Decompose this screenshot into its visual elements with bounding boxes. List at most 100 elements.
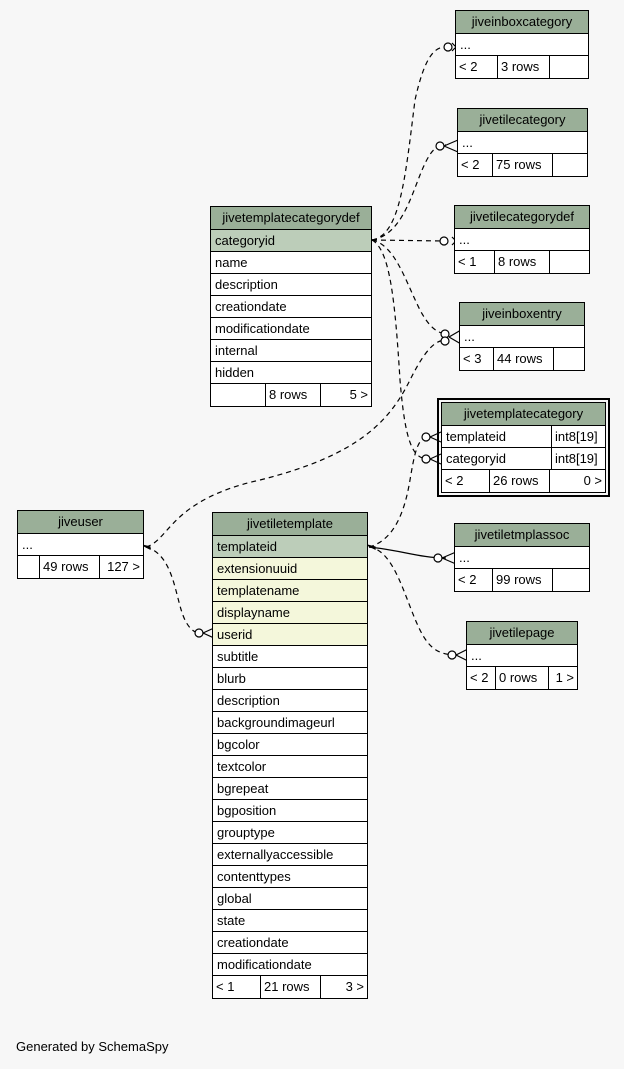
child-count (550, 56, 588, 78)
edge-templateid-jivetemplatecategory (368, 436, 429, 548)
table-title[interactable]: jiveuser (18, 511, 143, 534)
table-footer: 8 rows 5 > (211, 384, 371, 406)
edge-categoryid-jivetilecategory (371, 144, 447, 241)
column-templateid: templateid (213, 536, 367, 558)
column-description: description (211, 274, 371, 296)
table-jivetilepage[interactable]: jivetilepage ... < 2 0 rows 1 > (466, 621, 578, 690)
column-externallyaccessible: externallyaccessible (213, 844, 367, 866)
parent-count: < 2 (467, 667, 496, 689)
row-count: 0 rows (496, 667, 549, 689)
child-count (553, 154, 587, 176)
edge-templateid-jivetilepage (368, 546, 459, 656)
edge-end-circle (421, 432, 431, 442)
column-templateid: templateid int8[19] (442, 426, 605, 448)
column-textcolor: textcolor (213, 756, 367, 778)
column-extensionuuid: extensionuuid (213, 558, 367, 580)
table-title[interactable]: jivetilecategory (458, 109, 587, 132)
table-jivetilecategory[interactable]: jivetilecategory ... < 2 75 rows (457, 108, 588, 177)
table-title[interactable]: jivetemplatecategorydef (211, 207, 371, 230)
table-title[interactable]: jivetemplatecategory (442, 403, 605, 426)
column-displayname: displayname (213, 602, 367, 624)
table-jivetemplatecategory[interactable]: jivetemplatecategory templateid int8[19]… (437, 398, 610, 497)
edge-source-arrow (366, 544, 376, 550)
parent-count: < 2 (458, 154, 493, 176)
table-footer: < 1 8 rows (455, 251, 589, 273)
edge-categoryid-jivetilecategorydef (371, 239, 447, 242)
table-column-row: ... (460, 326, 584, 348)
column-global: global (213, 888, 367, 910)
edge-end-circle (435, 141, 445, 151)
column-bgcolor: bgcolor (213, 734, 367, 756)
row-count: 26 rows (490, 470, 550, 492)
column-bgposition: bgposition (213, 800, 367, 822)
column-modificationdate: modificationdate (213, 954, 367, 976)
parent-count (211, 384, 266, 406)
table-column-row: ... (458, 132, 587, 154)
table-jiveinboxentry[interactable]: jiveinboxentry ... < 3 44 rows (459, 302, 585, 371)
parent-count: < 2 (442, 470, 490, 492)
edge-end-circle (194, 628, 204, 638)
column-name: name (211, 252, 371, 274)
parent-count: < 3 (460, 348, 494, 370)
column-blurb: blurb (213, 668, 367, 690)
column-name: templateid (442, 426, 552, 447)
column-state: state (213, 910, 367, 932)
table-title[interactable]: jiveinboxcategory (456, 11, 588, 34)
parent-count: < 1 (455, 251, 495, 273)
column-contenttypes: contenttypes (213, 866, 367, 888)
child-count: 3 > (345, 979, 364, 994)
table-footer: < 2 75 rows (458, 154, 587, 176)
column-userid: userid (213, 624, 367, 646)
table-jivetemplatecategorydef[interactable]: jivetemplatecategorydef categoryid name … (210, 206, 372, 407)
table-title[interactable]: jiveinboxentry (460, 303, 584, 326)
column-creationdate: creationdate (213, 932, 367, 954)
table-title[interactable]: jivetiletmplassoc (455, 524, 589, 547)
child-count: 0 > (583, 473, 602, 488)
row-count: 75 rows (493, 154, 553, 176)
parent-count: < 2 (455, 569, 493, 591)
table-footer: < 2 0 rows 1 > (467, 667, 577, 689)
child-count: 5 > (349, 387, 368, 402)
table-column-row: ... (456, 34, 588, 56)
edge-categoryid-jiveinboxcategory (371, 46, 447, 241)
column-description: description (213, 690, 367, 712)
row-count: 8 rows (266, 384, 321, 406)
table-title[interactable]: jivetiletemplate (213, 513, 367, 536)
column-modificationdate: modificationdate (211, 318, 371, 340)
table-footer: < 2 3 rows (456, 56, 588, 78)
edge-end-circle (433, 553, 443, 563)
column-name: categoryid (442, 448, 552, 469)
parent-count: < 2 (456, 56, 498, 78)
table-column-row: ... (18, 534, 143, 556)
table-jiveinboxcategory[interactable]: jiveinboxcategory ... < 2 3 rows (455, 10, 589, 79)
edge-crow-foot (443, 139, 459, 153)
table-footer: < 2 99 rows (455, 569, 589, 591)
edge-jiveuser-userid (145, 546, 203, 635)
edge-end-circle (439, 236, 449, 246)
parent-count: < 1 (213, 976, 261, 998)
column-categoryid: categoryid int8[19] (442, 448, 605, 470)
column-type: int8[19] (555, 451, 598, 466)
column-creationdate: creationdate (211, 296, 371, 318)
table-jiveuser[interactable]: jiveuser ... 49 rows 127 > (17, 510, 144, 579)
column-categoryid: categoryid (211, 230, 371, 252)
column-grouptype: grouptype (213, 822, 367, 844)
table-footer: < 1 21 rows 3 > (213, 976, 367, 998)
column-internal: internal (211, 340, 371, 362)
table-title[interactable]: jivetilepage (467, 622, 577, 645)
row-count: 49 rows (40, 556, 100, 578)
edge-categoryid-jivetemplatecategory (371, 239, 429, 460)
column-backgroundimageurl: backgroundimageurl (213, 712, 367, 734)
table-jivetiletmplassoc[interactable]: jivetiletmplassoc ... < 2 99 rows (454, 523, 590, 592)
table-jivetiletemplate[interactable]: jivetiletemplate templateid extensionuui… (212, 512, 368, 999)
row-count: 99 rows (493, 569, 553, 591)
table-jivetilecategorydef[interactable]: jivetilecategorydef ... < 1 8 rows (454, 205, 590, 274)
column-bgrepeat: bgrepeat (213, 778, 367, 800)
table-column-row: ... (467, 645, 577, 667)
edge-jiveuser-jiveinboxentry (145, 339, 447, 548)
child-count (553, 569, 589, 591)
table-footer: < 3 44 rows (460, 348, 584, 370)
column-subtitle: subtitle (213, 646, 367, 668)
table-title[interactable]: jivetilecategorydef (455, 206, 589, 229)
